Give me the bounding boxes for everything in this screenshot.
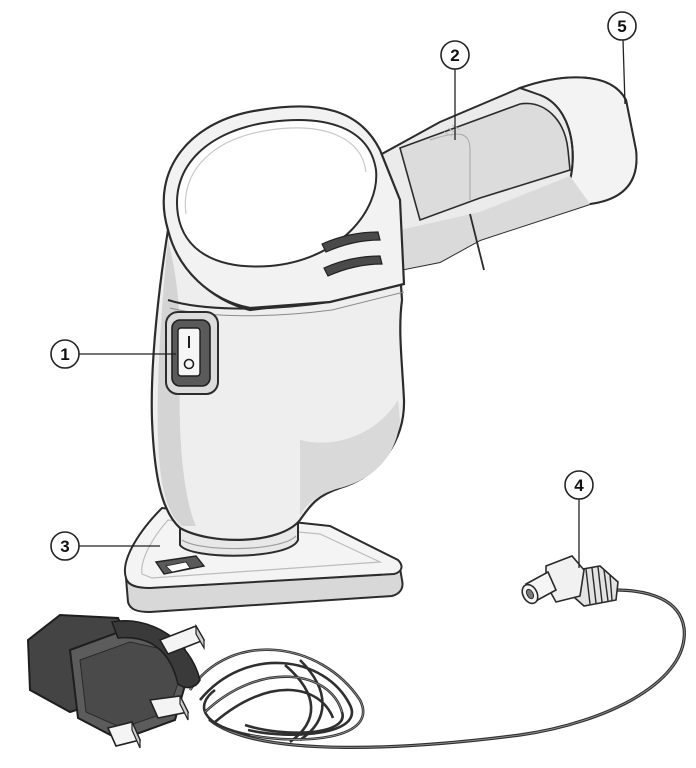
callout-1-label: 1 <box>60 345 69 364</box>
callout-2-label: 2 <box>450 46 459 65</box>
charger-plug <box>521 555 619 607</box>
callout-5: 5 <box>607 11 637 105</box>
charger-cable <box>188 588 686 749</box>
plug-pins <box>106 623 206 749</box>
power-switch <box>165 311 219 395</box>
charger-adapter <box>26 613 206 749</box>
callout-3-label: 3 <box>60 537 69 556</box>
callout-4-label: 4 <box>574 476 584 495</box>
callout-1: 1 <box>50 339 176 369</box>
sander-body <box>150 76 638 557</box>
callout-3: 3 <box>50 531 160 561</box>
air-vents <box>321 231 383 277</box>
battery-housing <box>399 102 571 222</box>
callout-4: 4 <box>564 470 594 568</box>
callout-5-label: 5 <box>617 17 626 36</box>
callout-2: 2 <box>440 40 470 140</box>
